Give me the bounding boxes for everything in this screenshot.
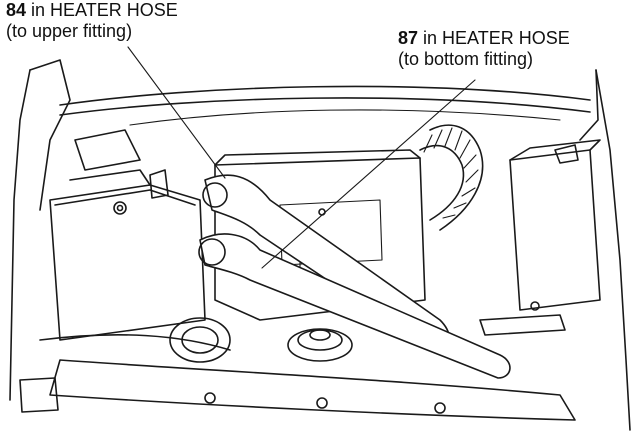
callout-number: 84 [6, 0, 27, 20]
callout-note: (to bottom fitting) [398, 49, 534, 69]
intake-pipe [39, 317, 231, 363]
callout-text: in HEATER HOSE [418, 28, 570, 48]
callout-note: (to upper fitting) [6, 21, 133, 41]
leader-line-84 [127, 46, 226, 179]
callout-text: in HEATER HOSE [26, 0, 178, 20]
callout-87: 87 in HEATER HOSE (to bottom fitting) [398, 28, 570, 70]
coolant-reservoir [479, 139, 601, 336]
corrugated-hose [419, 124, 484, 231]
callout-84: 84 in HEATER HOSE (to upper fitting) [6, 0, 178, 42]
leader-line-87 [261, 79, 476, 269]
front-cross-member [19, 359, 576, 421]
callout-number: 87 [398, 28, 419, 48]
heater-hose-lower [198, 233, 511, 379]
battery-box [49, 129, 206, 341]
radiator-cap [287, 328, 353, 362]
hood-outline [9, 59, 631, 431]
